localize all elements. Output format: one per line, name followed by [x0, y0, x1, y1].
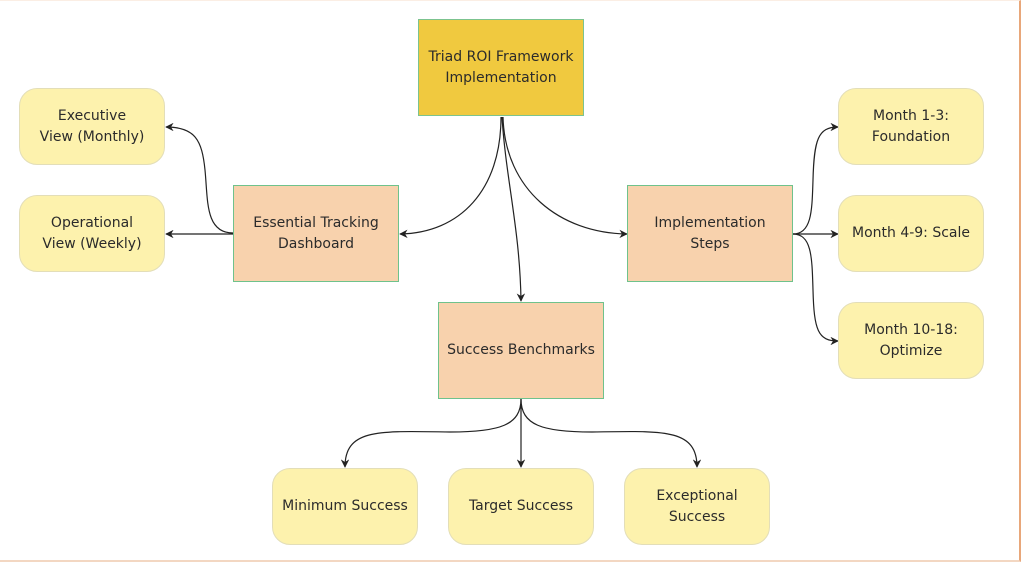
- edge-root-to-dashboard: [399, 116, 502, 239]
- edge-benchmarks-to-min: [340, 398, 522, 468]
- edge-root-to-steps: [502, 116, 628, 239]
- node-target-success[interactable]: Target Success: [448, 468, 594, 545]
- node-essential-tracking-dashboard[interactable]: Essential Tracking Dashboard: [233, 185, 399, 282]
- node-success-benchmarks[interactable]: Success Benchmarks: [438, 302, 604, 399]
- node-min-label: Minimum Success: [282, 498, 408, 514]
- node-minimum-success[interactable]: Minimum Success: [272, 468, 418, 545]
- edge-steps-to-m13: [792, 122, 839, 235]
- node-benchmarks-label: Success Benchmarks: [447, 342, 595, 358]
- node-exceptional-success[interactable]: Exceptional Success: [624, 468, 770, 545]
- node-executive-view[interactable]: Executive View (Monthly): [19, 88, 165, 165]
- edge-dashboard-to-exec: [165, 122, 234, 234]
- edge-steps-to-m1018: [792, 233, 839, 346]
- node-exceptional-label: Exceptional Success: [656, 487, 738, 525]
- node-m13-label: Month 1-3: Foundation: [871, 107, 951, 145]
- node-steps-label: Implementation Steps: [654, 214, 766, 252]
- node-implementation-steps[interactable]: Implementation Steps: [627, 185, 793, 282]
- node-root-label: Triad ROI Framework Implementation: [428, 48, 574, 86]
- edge-benchmarks-to-exceptional: [520, 398, 702, 468]
- edge-root-to-benchmarks: [501, 116, 526, 302]
- node-m49-label: Month 4-9: Scale: [851, 225, 971, 241]
- node-ops-label: Operational View (Weekly): [42, 214, 142, 252]
- node-exec-label: Executive View (Monthly): [39, 107, 145, 145]
- node-root[interactable]: Triad ROI Framework Implementation: [418, 19, 584, 116]
- node-dashboard-label: Essential Tracking Dashboard: [253, 214, 379, 252]
- node-month-4-9[interactable]: Month 4-9: Scale: [838, 195, 984, 272]
- node-month-1-3[interactable]: Month 1-3: Foundation: [838, 88, 984, 165]
- node-month-10-18[interactable]: Month 10-18: Optimize: [838, 302, 984, 379]
- node-m1018-label: Month 10-18: Optimize: [864, 321, 958, 359]
- node-target-label: Target Success: [468, 498, 574, 514]
- node-operational-view[interactable]: Operational View (Weekly): [19, 195, 165, 272]
